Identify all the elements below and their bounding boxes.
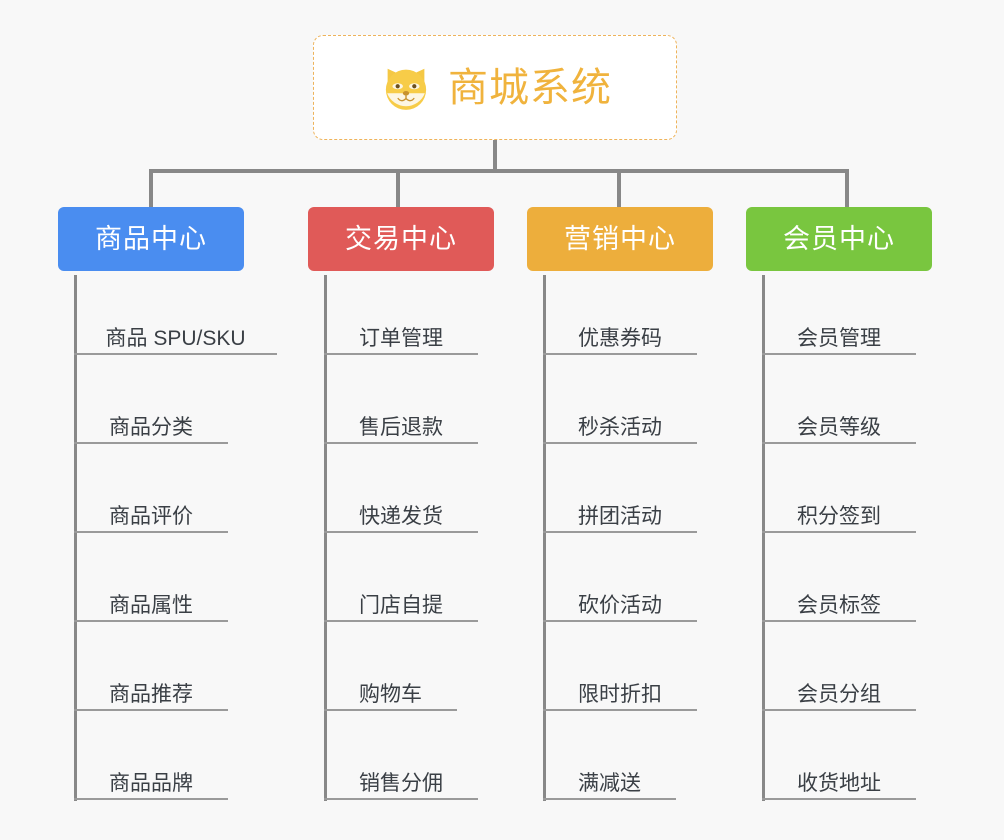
connector-horizontal-bus [149,169,849,173]
leaf-item[interactable]: 满减送 [543,744,676,800]
connector-branch-4 [845,169,849,209]
leaf-item[interactable]: 收货地址 [762,744,916,800]
leaf-label: 商品属性 [109,593,193,617]
leaf-item[interactable]: 会员管理 [762,299,916,355]
leaf-label: 砍价活动 [578,593,662,617]
connector-branch-2 [396,169,400,209]
leaf-item[interactable]: 砍价活动 [543,566,697,622]
column-spine [74,275,77,801]
leaf-label: 会员标签 [797,593,881,617]
leaf-label: 会员管理 [797,326,881,350]
leaf-item[interactable]: 商品评价 [74,477,228,533]
category-header-marketing-center[interactable]: 营销中心 [527,207,713,271]
leaf-item[interactable]: 会员等级 [762,388,916,444]
leaf-label: 秒杀活动 [578,415,662,439]
leaf-item[interactable]: 购物车 [324,655,457,711]
leaf-label: 优惠券码 [578,326,662,350]
leaf-label: 门店自提 [359,593,443,617]
leaf-label: 商品 SPU/SKU [105,326,246,350]
leaf-label: 会员分组 [797,682,881,706]
leaf-label: 商品分类 [109,415,193,439]
leaf-item[interactable]: 秒杀活动 [543,388,697,444]
category-label: 会员中心 [783,223,895,254]
leaf-label: 会员等级 [797,415,881,439]
leaf-item[interactable]: 快递发货 [324,477,478,533]
leaf-item[interactable]: 商品属性 [74,566,228,622]
leaf-label: 销售分佣 [359,771,443,795]
leaf-label: 积分签到 [797,504,881,528]
shiba-dog-icon [385,68,427,110]
leaf-item[interactable]: 销售分佣 [324,744,478,800]
leaf-item[interactable]: 门店自提 [324,566,478,622]
leaf-label: 商品推荐 [109,682,193,706]
leaf-item[interactable]: 优惠券码 [543,299,697,355]
leaf-label: 拼团活动 [578,504,662,528]
root-node-mall-system[interactable]: 商城系统 [313,35,677,140]
leaf-item[interactable]: 商品 SPU/SKU [74,299,277,355]
leaf-label: 商品品牌 [109,771,193,795]
connector-root-stem [493,140,497,171]
leaf-item[interactable]: 限时折扣 [543,655,697,711]
leaf-item[interactable]: 订单管理 [324,299,478,355]
category-label: 商品中心 [95,223,207,254]
leaf-label: 购物车 [359,682,422,706]
category-label: 交易中心 [345,223,457,254]
category-label: 营销中心 [564,223,676,254]
leaf-item[interactable]: 售后退款 [324,388,478,444]
leaf-label: 订单管理 [359,326,443,350]
category-header-member-center[interactable]: 会员中心 [746,207,932,271]
leaf-item[interactable]: 会员标签 [762,566,916,622]
column-spine [324,275,327,801]
leaf-label: 商品评价 [109,504,193,528]
category-header-trade-center[interactable]: 交易中心 [308,207,494,271]
category-header-product-center[interactable]: 商品中心 [58,207,244,271]
leaf-label: 限时折扣 [578,682,662,706]
column-spine [762,275,765,801]
leaf-item[interactable]: 商品分类 [74,388,228,444]
leaf-label: 收货地址 [797,771,881,795]
connector-branch-3 [617,169,621,209]
leaf-item[interactable]: 积分签到 [762,477,916,533]
leaf-label: 售后退款 [359,415,443,439]
leaf-item[interactable]: 拼团活动 [543,477,697,533]
leaf-label: 快递发货 [359,504,443,528]
leaf-item[interactable]: 会员分组 [762,655,916,711]
column-spine [543,275,546,801]
leaf-label: 满减送 [578,771,641,795]
leaf-item[interactable]: 商品推荐 [74,655,228,711]
root-title: 商城系统 [448,65,612,110]
leaf-item[interactable]: 商品品牌 [74,744,228,800]
connector-branch-1 [149,169,153,209]
